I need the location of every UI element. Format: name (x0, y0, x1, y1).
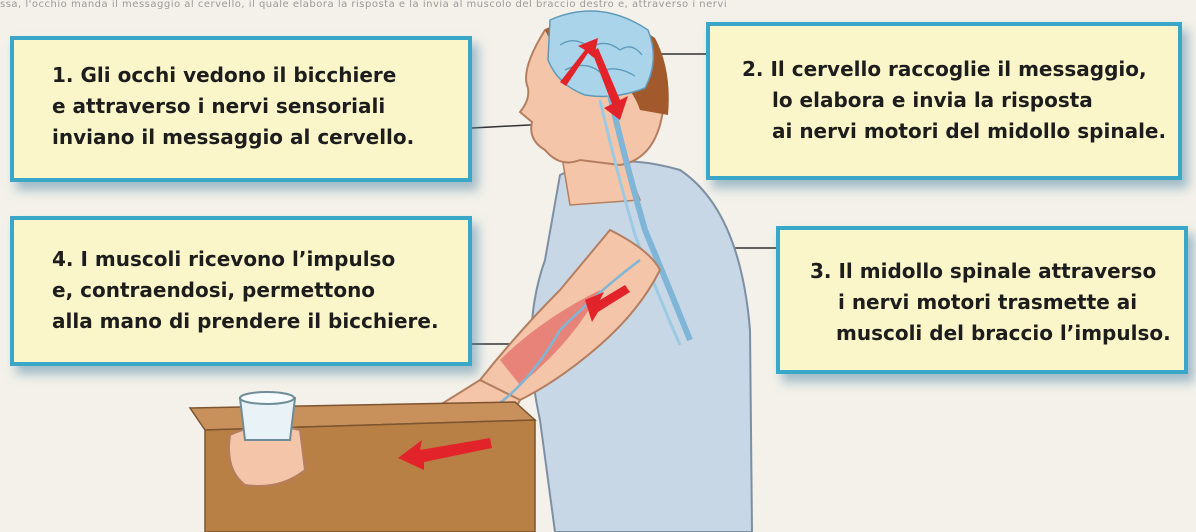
step-4-line-2: e, contraendosi, permettono (52, 275, 468, 306)
step-3-box: 3. Il midollo spinale attraverso i nervi… (776, 226, 1188, 374)
step-1-line-3: inviano il messaggio al cervello. (52, 122, 468, 153)
step-1-line-2: e attraverso i nervi sensoriali (52, 91, 468, 122)
step-4-text-1: I muscoli ricevono l’impulso (80, 247, 395, 271)
step-1-text-1: Gli occhi vedono il bicchiere (80, 63, 396, 87)
glass-icon (240, 392, 295, 440)
step-2-box: 2. Il cervello raccoglie il messaggio, l… (706, 22, 1182, 180)
step-4-line-3: alla mano di prendere il bicchiere. (52, 306, 468, 337)
step-2-number: 2. (742, 57, 764, 81)
step-1-number: 1. (52, 63, 74, 87)
step-3-line-1: 3. Il midollo spinale attraverso (810, 256, 1184, 287)
step-3-number: 3. (810, 259, 832, 283)
step-2-line-3: ai nervi motori del midollo spinale. (742, 116, 1178, 147)
step-4-number: 4. (52, 247, 74, 271)
step-3-line-2: i nervi motori trasmette ai (810, 287, 1184, 318)
step-4-box: 4. I muscoli ricevono l’impulso e, contr… (10, 216, 472, 366)
step-2-line-1: 2. Il cervello raccoglie il messaggio, (742, 54, 1178, 85)
step-2-text-1: Il cervello raccoglie il messaggio, (770, 57, 1146, 81)
step-3-text-1: Il midollo spinale attraverso (838, 259, 1156, 283)
step-1-box: 1. Gli occhi vedono il bicchiere e attra… (10, 36, 472, 182)
step-1-line-1: 1. Gli occhi vedono il bicchiere (52, 60, 468, 91)
step-2-line-2: lo elabora e invia la risposta (742, 85, 1178, 116)
step-4-line-1: 4. I muscoli ricevono l’impulso (52, 244, 468, 275)
step-3-line-3: muscoli del braccio l’impulso. (810, 318, 1184, 349)
